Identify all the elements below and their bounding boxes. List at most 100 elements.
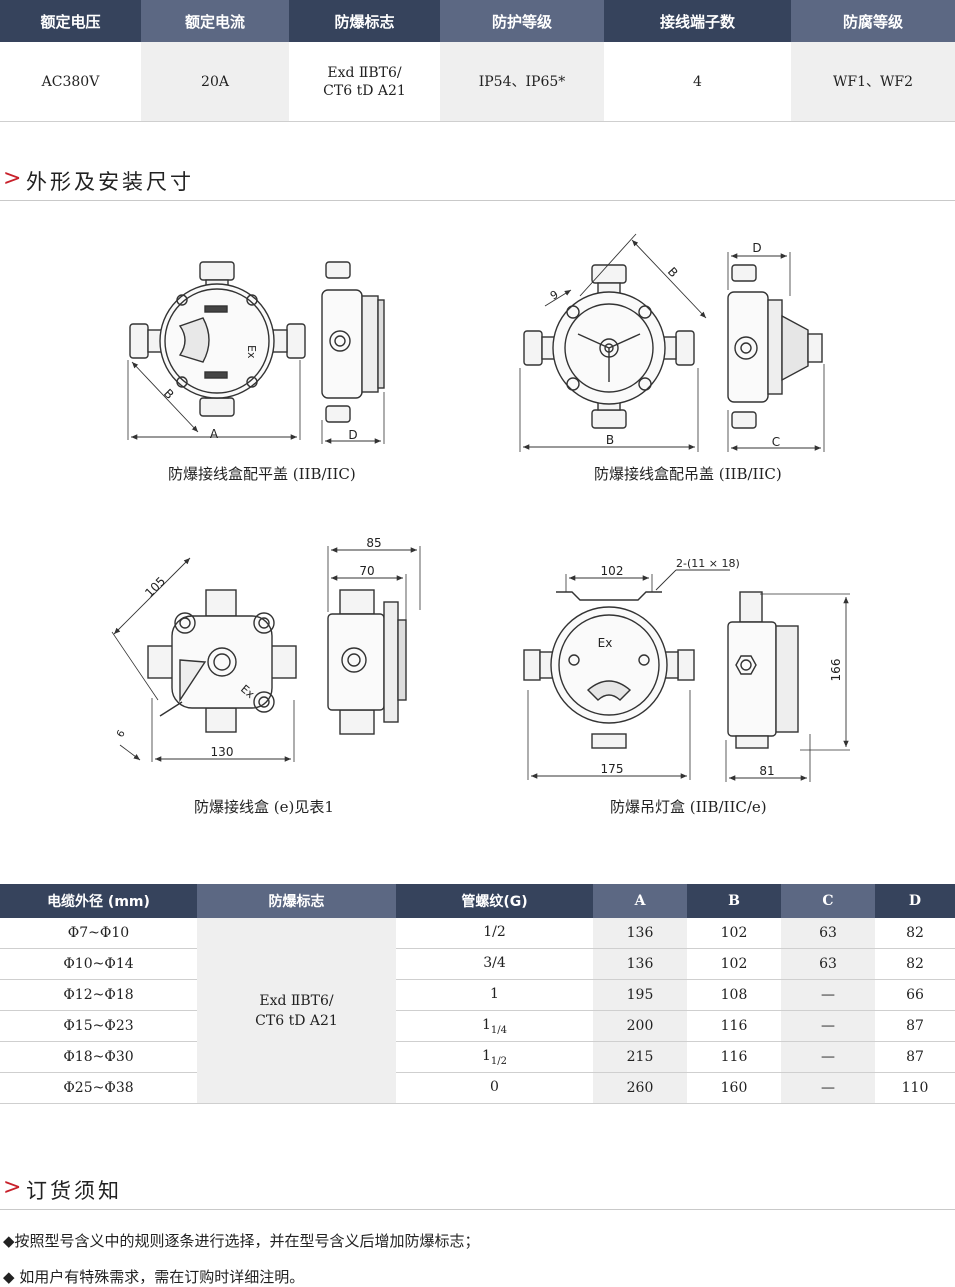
ex-mark-1: Ex (245, 345, 258, 359)
cell-b: 160 (687, 1072, 781, 1104)
dim-label-9: 9 (548, 288, 561, 303)
table-row: AC380V 20A Exd ⅡBT6/ CT6 tD A21 IP54、IP6… (0, 42, 955, 122)
dim-label-b-1: B (161, 386, 177, 402)
technical-drawings: A B Ex D B B 9 D C 105 130 6 Ex 85 70 10… (111, 233, 850, 782)
cell-c: — (781, 1010, 875, 1042)
cell-b: 108 (687, 979, 781, 1011)
drawing-lamp-box-front (523, 569, 730, 780)
header-terminals: 接线端子数 (604, 0, 791, 42)
dim-label-102: 102 (601, 564, 624, 578)
cell-c: — (781, 1041, 875, 1073)
cell-cable: Φ7~Φ10 (0, 918, 197, 949)
header-anticorrosion: 防腐等级 (791, 0, 955, 42)
caption-lamp-box: 防爆吊灯盒 (IIB/IIC/e) (610, 798, 767, 816)
table-row: Φ15~Φ23 11/4 200 116 — 87 (0, 1010, 955, 1042)
cell-ex-mark: Exd ⅡBT6/ CT6 tD A21 (197, 918, 396, 1104)
cell-c: 63 (781, 948, 875, 980)
dim-label-85: 85 (366, 536, 381, 550)
dim-label-c-2: C (772, 435, 780, 449)
cell-thread: 0 (396, 1072, 593, 1104)
cell-c: 63 (781, 918, 875, 949)
cell-cable: Φ10~Φ14 (0, 948, 197, 980)
cell-b: 116 (687, 1041, 781, 1073)
dim-label-175: 175 (601, 762, 624, 776)
drawing-e-box-side (327, 546, 421, 735)
cell-thread: 1/2 (396, 918, 593, 949)
drawing-lamp-box-side (725, 591, 850, 782)
thread-value: 1 (490, 985, 499, 1002)
spec-table: 额定电压 额定电流 防爆标志 防护等级 接线端子数 防腐等级 AC380V 20… (0, 0, 955, 122)
cell-cable: Φ18~Φ30 (0, 1041, 197, 1073)
cell-b: 102 (687, 918, 781, 949)
dim-label-81: 81 (759, 764, 774, 778)
drawing-hanging-cover-side (727, 252, 825, 452)
ex-mark-line2: CT6 tD A21 (323, 82, 406, 99)
dim-label-130: 130 (211, 745, 234, 759)
size-table: 电缆外径 (mm) 防爆标志 管螺纹(G) A B C D Φ7~Φ10 Exd… (0, 884, 955, 1104)
drawing-e-box-front (111, 557, 297, 762)
cell-thread: 11/2 (396, 1041, 593, 1073)
cell-a: 260 (593, 1072, 687, 1104)
header-pipe-thread: 管螺纹(G) (396, 884, 593, 918)
cell-a: 195 (593, 979, 687, 1011)
dim-label-105: 105 (142, 574, 168, 600)
note-item: ◆ 如用户有特殊需求，需在订购时详细注明。 (3, 1268, 305, 1286)
cell-terminals: 4 (604, 42, 791, 122)
cell-d: 82 (875, 918, 955, 949)
header-b: B (687, 884, 781, 918)
table-row: Φ12~Φ18 1 195 108 — 66 (0, 979, 955, 1011)
section-title: 订货须知 (26, 1179, 122, 1203)
cell-cable: Φ25~Φ38 (0, 1072, 197, 1104)
dim-label-slots: 2-(11 × 18) (676, 557, 740, 570)
cell-d: 87 (875, 1010, 955, 1042)
cell-ex-mark: Exd ⅡBT6/ CT6 tD A21 (289, 42, 440, 122)
header-cable-diameter: 电缆外径 (mm) (0, 884, 197, 918)
caption-flat-cover: 防爆接线盒配平盖 (IIB/IIC) (168, 465, 356, 483)
ex-mark-line1: Exd ⅡBT6/ (259, 992, 334, 1009)
thread-value: 1/2 (483, 923, 506, 940)
header-voltage: 额定电压 (0, 0, 141, 42)
table-row: Φ10~Φ14 3/4 136 102 63 82 (0, 948, 955, 980)
section-heading-ordering: > 订货须知 (0, 1175, 955, 1210)
cell-thread: 11/4 (396, 1010, 593, 1042)
header-d: D (875, 884, 955, 918)
cell-thread: 1 (396, 979, 593, 1011)
ex-mark-4: Ex (598, 636, 613, 650)
drawing-hanging-cover-front (519, 233, 707, 452)
header-protection: 防护等级 (440, 0, 604, 42)
ex-mark-line2: CT6 tD A21 (255, 1012, 338, 1029)
header-a: A (593, 884, 687, 918)
cell-thread: 3/4 (396, 948, 593, 980)
dim-label-d-2: D (752, 241, 761, 255)
cell-d: 110 (875, 1072, 955, 1104)
caption-e-box: 防爆接线盒 (e)见表1 (194, 798, 334, 816)
section-heading-dimensions: > 外形及安装尺寸 (0, 166, 955, 201)
cell-a: 136 (593, 948, 687, 980)
cell-protection: IP54、IP65* (440, 42, 604, 122)
cell-d: 87 (875, 1041, 955, 1073)
cell-a: 215 (593, 1041, 687, 1073)
thread-value: 3/4 (483, 954, 506, 971)
thread-value: 0 (490, 1078, 499, 1095)
arrow-icon: > (3, 166, 22, 191)
cell-b: 116 (687, 1010, 781, 1042)
cell-c: — (781, 979, 875, 1011)
thread-fraction: 1/4 (490, 1024, 507, 1036)
dim-label-70: 70 (359, 564, 374, 578)
header-current: 额定电流 (141, 0, 289, 42)
cell-cable: Φ12~Φ18 (0, 979, 197, 1011)
section-title: 外形及安装尺寸 (26, 170, 194, 194)
cell-c: — (781, 1072, 875, 1104)
table-row: Φ25~Φ38 0 260 160 — 110 (0, 1072, 955, 1104)
arrow-icon: > (3, 1175, 22, 1200)
drawing-flat-cover-front (127, 261, 306, 440)
cell-voltage: AC380V (0, 42, 141, 122)
caption-hanging-cover: 防爆接线盒配吊盖 (IIB/IIC) (594, 465, 782, 483)
dim-label-b-2: B (606, 433, 614, 447)
dim-label-d-1: D (348, 428, 357, 442)
dim-label-166: 166 (829, 659, 843, 682)
cell-a: 200 (593, 1010, 687, 1042)
header-ex-mark: 防爆标志 (197, 884, 396, 918)
cell-d: 82 (875, 948, 955, 980)
cell-cable: Φ15~Φ23 (0, 1010, 197, 1042)
